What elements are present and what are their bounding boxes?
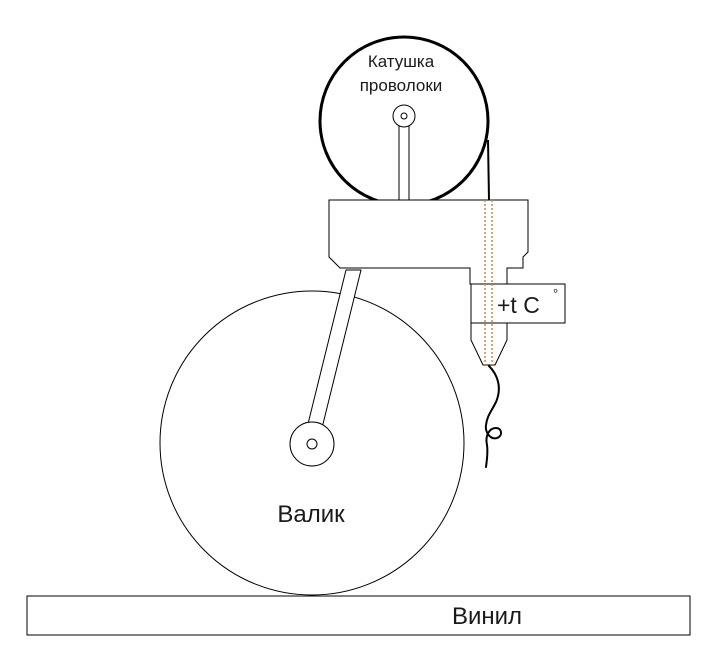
spool-stem (399, 116, 409, 202)
nozzle-tip (470, 322, 508, 366)
heater-label: +t C (497, 292, 540, 318)
feeder-body (328, 199, 529, 285)
spool-label-line1: Катушка (368, 52, 435, 71)
wire-curl (484, 365, 502, 468)
heater-degree-mark: ° (553, 286, 558, 301)
wire-feed (487, 139, 490, 201)
vinyl-strip (26, 595, 691, 636)
spool-label-line2: проволоки (360, 76, 443, 95)
spool-axle-inner (400, 112, 408, 120)
vinyl-label: Винил (452, 603, 522, 630)
roller-label: Валик (277, 501, 345, 528)
roller-hub-inner (306, 438, 318, 450)
heater-block (470, 283, 566, 324)
